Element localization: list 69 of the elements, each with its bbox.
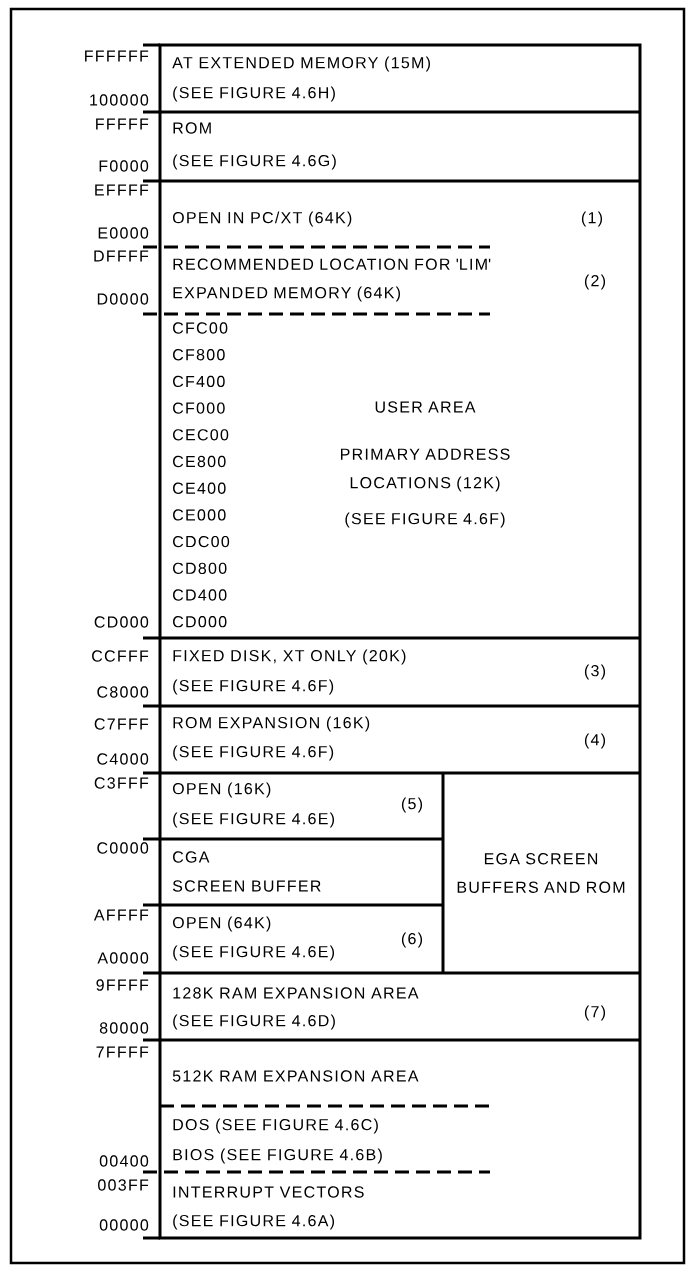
address-label: CDC00 bbox=[173, 535, 230, 548]
region-label: OPEN (16K) bbox=[172, 782, 271, 798]
address-label: EFFFF bbox=[95, 184, 149, 196]
address-label: D0000 bbox=[97, 293, 149, 305]
region-label: 128K RAM EXPANSION AREA bbox=[173, 987, 419, 999]
callout-number: (3) bbox=[584, 664, 606, 680]
address-label: C7FFF bbox=[94, 718, 149, 730]
address-label: CD000 bbox=[173, 616, 227, 628]
address-label: A0000 bbox=[97, 952, 149, 964]
region-label: DOS (SEE FIGURE 4.6C) bbox=[173, 1118, 378, 1134]
address-label: F0000 bbox=[99, 160, 149, 172]
region-label: (SEE FIGURE 4.6E) bbox=[173, 945, 335, 961]
region-label: OPEN IN PC/XT (64K) bbox=[172, 211, 352, 227]
region-label: ROM EXPANSION (16K) bbox=[173, 716, 370, 732]
region-label: OPEN (64K) bbox=[172, 916, 271, 932]
address-label: CF800 bbox=[173, 349, 225, 361]
region-label: USER AREA bbox=[375, 401, 476, 413]
callout-number: (7) bbox=[584, 1005, 606, 1021]
address-label: CE400 bbox=[173, 482, 226, 494]
region-label: PRIMARY ADDRESS LOCATIONS (12K) bbox=[341, 448, 510, 492]
address-label: 003FF bbox=[98, 1179, 149, 1191]
address-label: CE800 bbox=[173, 455, 226, 468]
address-label: 100000 bbox=[90, 94, 149, 106]
address-label: C3FFF bbox=[94, 777, 149, 789]
callout-number: (1) bbox=[581, 211, 603, 227]
address-label: C4000 bbox=[97, 753, 149, 765]
region-label: FIXED DISK, XT ONLY (20K) bbox=[173, 649, 406, 665]
address-label: FFFFFF bbox=[85, 50, 149, 62]
address-label: C0000 bbox=[97, 842, 149, 854]
address-label: 9FFFF bbox=[96, 979, 149, 991]
region-label: (SEE FIGURE 4.6H) bbox=[173, 86, 335, 102]
callout-number: (2) bbox=[584, 274, 606, 290]
region-label: (SEE FIGURE 4.6E) bbox=[173, 812, 335, 828]
address-label: CCFFF bbox=[92, 650, 149, 662]
address-label: CD800 bbox=[173, 562, 227, 574]
region-label: (SEE FIGURE 4.6D) bbox=[173, 1014, 335, 1030]
region-label: (SEE FIGURE 4.6G) bbox=[173, 154, 336, 170]
callout-number: (4) bbox=[584, 733, 606, 749]
address-label: 80000 bbox=[99, 1022, 149, 1034]
address-label: 7FFFF bbox=[96, 1046, 149, 1058]
region-label: BIOS (SEE FIGURE 4.6B) bbox=[173, 1148, 382, 1164]
region-label: ROM bbox=[173, 122, 211, 134]
region-label: SCREEN BUFFER bbox=[172, 880, 321, 892]
address-label: E0000 bbox=[98, 227, 149, 239]
region-label: CGA bbox=[173, 851, 210, 863]
region-label: (SEE FIGURE 4.6F) bbox=[345, 512, 505, 528]
region-label: EGA SCREEN BUFFERS AND ROM bbox=[457, 853, 625, 893]
region-label: AT EXTENDED MEMORY (15M) bbox=[172, 56, 430, 72]
address-label: CFC00 bbox=[173, 322, 228, 334]
region-label: (SEE FIGURE 4.6A) bbox=[173, 1214, 335, 1230]
address-label: CD400 bbox=[173, 589, 227, 601]
address-label: DFFFF bbox=[94, 250, 149, 262]
address-label: 00400 bbox=[99, 1155, 149, 1167]
region-label: RECOMMENDED LOCATION FOR 'LIM' EXPANDED MEMORY (64K) bbox=[173, 258, 491, 302]
address-label: CE000 bbox=[173, 509, 226, 521]
region-label: (SEE FIGURE 4.6F) bbox=[173, 745, 334, 761]
address-label: CD000 bbox=[94, 616, 149, 628]
region-label: INTERRUPT VECTORS bbox=[173, 1186, 364, 1198]
address-label: C8000 bbox=[97, 686, 149, 698]
address-label: AFFFF bbox=[93, 909, 149, 921]
region-label: 512K RAM EXPANSION AREA bbox=[172, 1070, 419, 1082]
region-label: (SEE FIGURE 4.6F) bbox=[173, 679, 334, 695]
address-label: CEC00 bbox=[173, 429, 229, 441]
address-label: CF000 bbox=[173, 402, 225, 414]
address-label: 00000 bbox=[99, 1219, 149, 1231]
callout-number: (5) bbox=[401, 797, 423, 813]
address-label: CF400 bbox=[173, 375, 225, 388]
address-label: FFFFF bbox=[96, 118, 149, 130]
callout-number: (6) bbox=[401, 932, 423, 948]
